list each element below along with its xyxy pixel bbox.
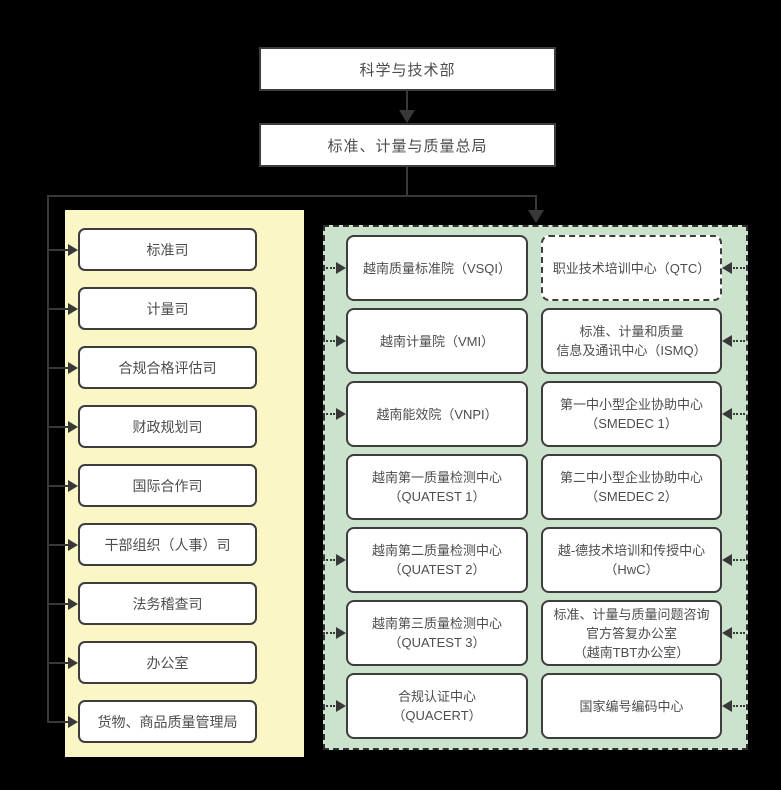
arrow-down-icon	[399, 110, 415, 123]
dept-box-personnel: 干部组织（人事）司	[78, 523, 257, 566]
arrow-left-icon	[722, 408, 745, 420]
agency-row: 越南能效院（VNPI）	[323, 381, 528, 447]
dept-box-standards: 标准司	[78, 228, 257, 271]
agency-row: 合规认证中心 （QUACERT）	[323, 673, 528, 739]
dept-row: 合规合格评估司	[47, 346, 257, 389]
agency-box-smedec2: 第二中小型企业协助中心 （SMEDEC 2）	[541, 454, 722, 520]
dept-row: 标准司	[47, 228, 257, 271]
agency-row: 越南计量院（VMI）	[323, 308, 528, 374]
agency-box-vmi: 越南计量院（VMI）	[346, 308, 528, 374]
connector-line	[406, 91, 408, 113]
agencies-column-left: 越南质量标准院（VSQI） 越南计量院（VMI） 越南能效院（VNPI） 越南第…	[323, 235, 528, 746]
arrow-down-icon	[528, 210, 544, 223]
connector-line	[406, 167, 408, 197]
arrow-right-icon	[47, 597, 78, 610]
agency-box-quatest3: 越南第三质量检测中心 （QUATEST 3）	[346, 600, 528, 666]
agency-box-quatest2: 越南第二质量检测中心 （QUATEST 2）	[346, 527, 528, 593]
agency-row: 越南第一质量检测中心 （QUATEST 1）	[346, 454, 528, 520]
dept-row: 计量司	[47, 287, 257, 330]
arrow-right-icon	[323, 700, 346, 712]
dept-row: 法务稽查司	[47, 582, 257, 625]
agency-row: 职业技术培训中心（QTC）	[541, 235, 745, 301]
arrow-right-icon	[323, 627, 346, 639]
directorate-box: 标准、计量与质量总局	[259, 123, 556, 167]
arrow-right-icon	[323, 262, 346, 274]
arrow-right-icon	[47, 302, 78, 315]
dept-row: 货物、商品质量管理局	[47, 700, 257, 743]
arrow-right-icon	[323, 408, 346, 420]
dept-row: 干部组织（人事）司	[47, 523, 257, 566]
agency-row: 标准、计量与质量问题咨询 官方答复办公室 （越南TBT办公室）	[541, 600, 745, 666]
arrow-right-icon	[47, 479, 78, 492]
arrow-right-icon	[47, 538, 78, 551]
dept-box-conformity: 合规合格评估司	[78, 346, 257, 389]
dept-row: 办公室	[47, 641, 257, 684]
arrow-left-icon	[722, 627, 745, 639]
agencies-column-right: 职业技术培训中心（QTC） 标准、计量和质量 信息及通讯中心（ISMQ） 第一中…	[541, 235, 745, 746]
dept-box-metrology: 计量司	[78, 287, 257, 330]
dept-box-intl-cooperation: 国际合作司	[78, 464, 257, 507]
arrow-right-icon	[323, 554, 346, 566]
arrow-left-icon	[722, 700, 745, 712]
agency-box-quatest1: 越南第一质量检测中心 （QUATEST 1）	[346, 454, 528, 520]
connector-trunk-left	[47, 195, 49, 721]
agency-box-ismq: 标准、计量和质量 信息及通讯中心（ISMQ）	[541, 308, 722, 374]
dept-box-finance-planning: 财政规划司	[78, 405, 257, 448]
agency-box-smedec1: 第一中小型企业协助中心 （SMEDEC 1）	[541, 381, 722, 447]
arrow-right-icon	[47, 715, 78, 728]
agency-row: 越南第三质量检测中心 （QUATEST 3）	[323, 600, 528, 666]
agency-row: 越南第二质量检测中心 （QUATEST 2）	[323, 527, 528, 593]
dept-box-goods-quality: 货物、商品质量管理局	[78, 700, 257, 743]
dept-row: 财政规划司	[47, 405, 257, 448]
agency-row: 国家编号编码中心	[541, 673, 745, 739]
ministry-box: 科学与技术部	[259, 47, 556, 91]
agency-row: 越南质量标准院（VSQI）	[323, 235, 528, 301]
connector-line	[535, 195, 537, 211]
agency-box-qtc: 职业技术培训中心（QTC）	[541, 235, 722, 301]
agency-box-vnpi: 越南能效院（VNPI）	[346, 381, 528, 447]
agency-row: 第二中小型企业协助中心 （SMEDEC 2）	[541, 454, 722, 520]
arrow-right-icon	[47, 420, 78, 433]
agency-box-tbt-office: 标准、计量与质量问题咨询 官方答复办公室 （越南TBT办公室）	[541, 600, 722, 666]
connector-line	[47, 195, 537, 197]
agency-box-quacert: 合规认证中心 （QUACERT）	[346, 673, 528, 739]
arrow-right-icon	[47, 656, 78, 669]
agencies-panel: 越南质量标准院（VSQI） 越南计量院（VMI） 越南能效院（VNPI） 越南第…	[323, 225, 748, 750]
arrow-left-icon	[722, 335, 745, 347]
agency-row: 标准、计量和质量 信息及通讯中心（ISMQ）	[541, 308, 745, 374]
arrow-right-icon	[47, 243, 78, 256]
agency-box-hwc: 越-德技术培训和传授中心 （HwC）	[541, 527, 722, 593]
agency-row: 越-德技术培训和传授中心 （HwC）	[541, 527, 745, 593]
arrow-left-icon	[722, 262, 745, 274]
dept-box-legal-inspection: 法务稽查司	[78, 582, 257, 625]
departments-panel: 标准司 计量司 合规合格评估司 财政规划司 国际合作司 干部组织（人事）司 法务…	[47, 210, 304, 757]
dept-row: 国际合作司	[47, 464, 257, 507]
agency-box-vsqi: 越南质量标准院（VSQI）	[346, 235, 528, 301]
agency-box-gs1: 国家编号编码中心	[541, 673, 722, 739]
agency-row: 第一中小型企业协助中心 （SMEDEC 1）	[541, 381, 745, 447]
dept-box-office: 办公室	[78, 641, 257, 684]
arrow-right-icon	[323, 335, 346, 347]
arrow-right-icon	[47, 361, 78, 374]
arrow-left-icon	[722, 554, 745, 566]
